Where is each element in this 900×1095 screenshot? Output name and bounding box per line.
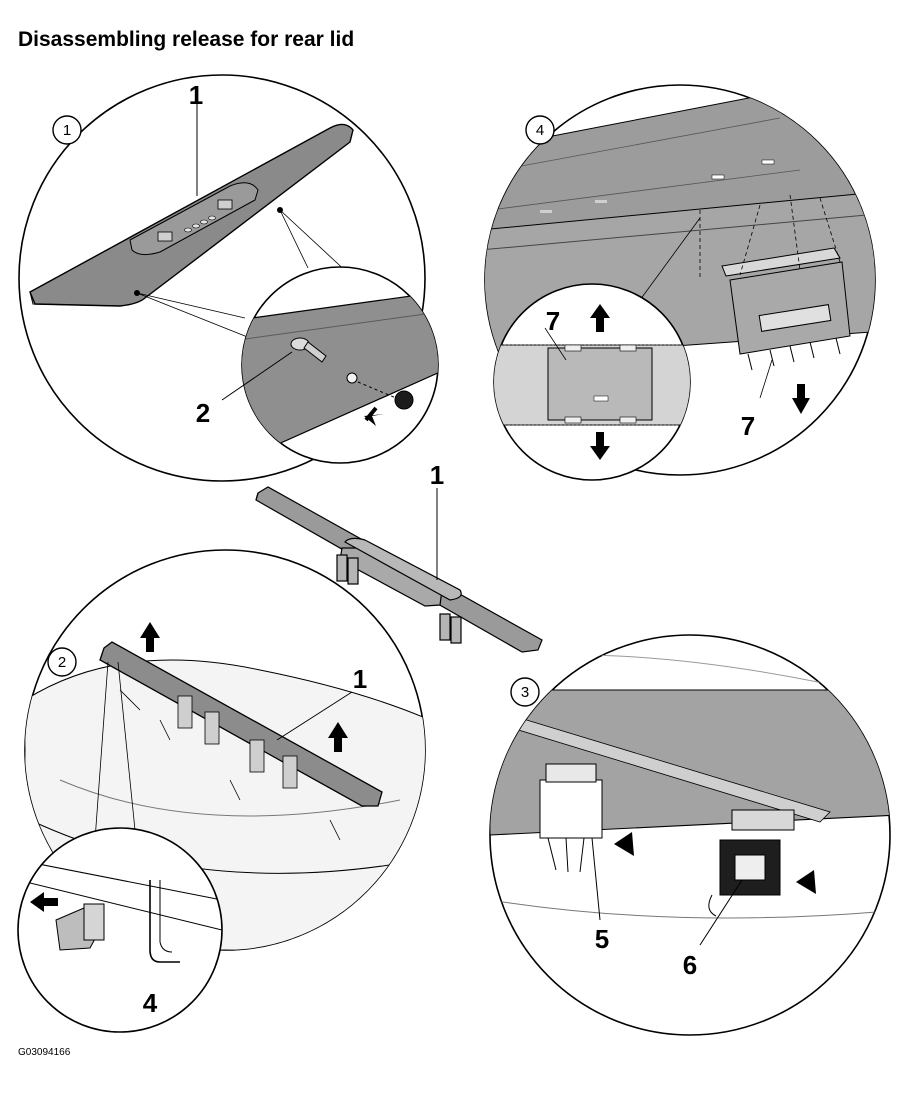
step-2-number: 2 xyxy=(58,654,66,671)
callout-7-module: 7 xyxy=(741,411,755,441)
step-1-detail: 1 1 2 xyxy=(18,74,439,482)
step-3-detail: 3 5 6 xyxy=(489,634,891,1036)
callout-5: 5 xyxy=(595,924,609,954)
step-3-number: 3 xyxy=(521,684,529,701)
step-2-detail: 2 1 4 xyxy=(17,549,426,1033)
callout-1-center: 1 xyxy=(430,460,444,490)
page-title: Disassembling release for rear lid xyxy=(18,28,355,51)
step-4-number: 4 xyxy=(536,122,544,139)
callout-1-step2: 1 xyxy=(353,664,367,694)
callout-4: 4 xyxy=(143,988,158,1018)
step-1-number: 1 xyxy=(63,122,71,139)
callout-1-step1: 1 xyxy=(189,80,203,110)
step-4-detail: 4 7 7 xyxy=(484,84,876,481)
figure-id: G03094166 xyxy=(18,1047,71,1058)
release-part-center xyxy=(255,486,543,653)
callout-7-zoom: 7 xyxy=(546,306,560,336)
callout-2: 2 xyxy=(196,398,210,428)
callout-6: 6 xyxy=(683,950,697,980)
